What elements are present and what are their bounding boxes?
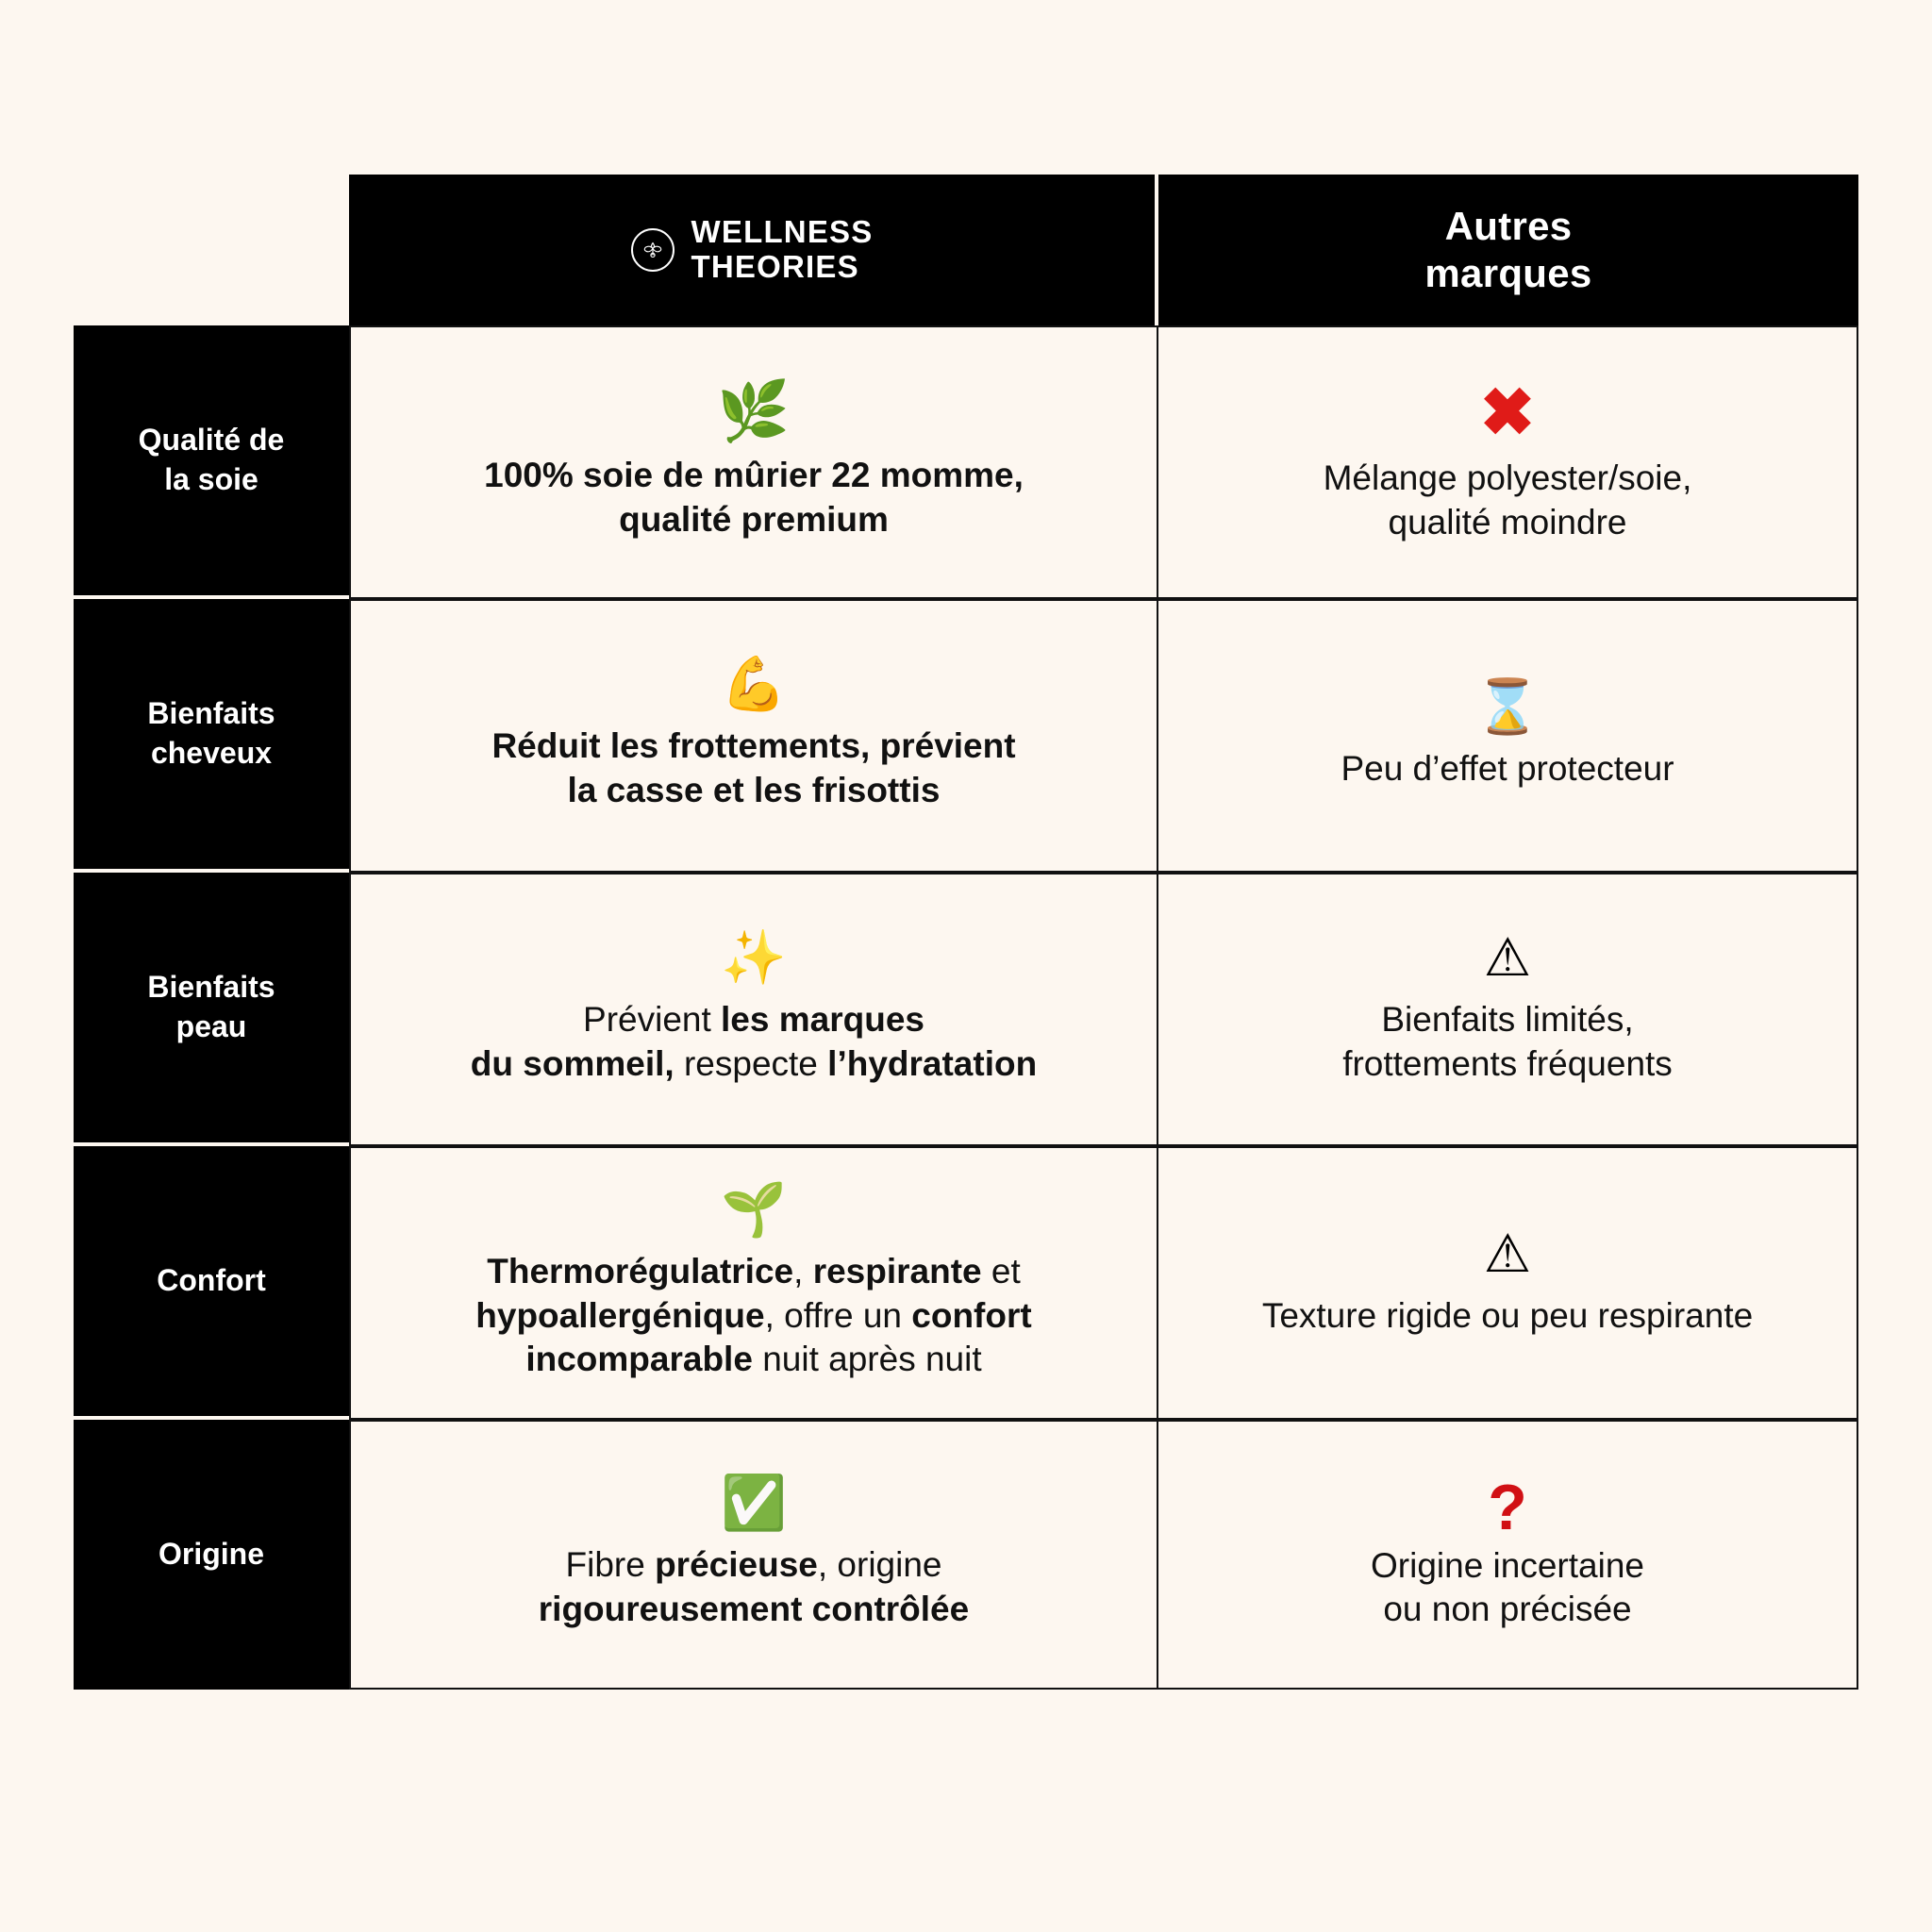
brand-cell-cheveux: 💪 Réduit les frottements, prévient la ca…	[349, 599, 1158, 873]
competitor-text-line1: Texture rigide ou peu respirante	[1261, 1295, 1754, 1335]
brand-cell-qualite: 🌿 100% soie de mûrier 22 momme, qualité …	[349, 325, 1158, 599]
bee-circle-icon	[630, 228, 675, 272]
brand-cell-confort: 🌱 Thermorégulatrice, respirante et hypoa…	[349, 1146, 1158, 1420]
competitor-text-line1: Bienfaits limités,	[1381, 1000, 1634, 1040]
competitor-cell-origine: ? Origine incertaine ou non précisée	[1158, 1420, 1858, 1690]
red-question-mark-icon: ?	[1488, 1472, 1527, 1544]
row-label-line1: Bienfaits	[147, 970, 275, 1005]
brand-name: WELLNESS THEORIES	[691, 214, 874, 285]
brand-text-line2: qualité premium	[619, 500, 889, 539]
sparkles-emoji: ✨	[721, 927, 787, 990]
row-label-confort: Confort	[74, 1146, 349, 1420]
warning-triangle-emoji: ⚠	[1483, 927, 1532, 990]
brand-text-bold-1: Thermorégulatrice	[487, 1252, 794, 1291]
competitor-cell-qualite: ✖ Mélange polyester/soie, qualité moindr…	[1158, 325, 1858, 599]
row-label-bienfaits-peau: Bienfaits peau	[74, 873, 349, 1146]
hourglass-emoji: ⌛	[1474, 675, 1541, 738]
brand-text-bold-4: confort	[911, 1295, 1032, 1335]
brand-text-qualite: 100% soie de mûrier 22 momme, qualité pr…	[484, 454, 1024, 541]
warning-triangle-emoji: ⚠	[1483, 1223, 1532, 1285]
brand-cell-origine: ✅ Fibre précieuse, origine rigoureusemen…	[349, 1420, 1158, 1690]
competitor-text-confort: Texture rigide ou peu respirante	[1262, 1294, 1753, 1339]
red-cross-mark-icon: ✖	[1479, 375, 1536, 450]
row-label-line1: Origine	[158, 1537, 264, 1572]
brand-text-bold-3: l’hydratation	[827, 1044, 1038, 1083]
brand-text-bold-3: hypoallergénique	[475, 1295, 765, 1335]
competitor-text-peau: Bienfaits limités, frottements fréquents	[1342, 998, 1673, 1086]
row-label-line2: cheveux	[150, 736, 273, 770]
competitor-text-line1: Origine incertaine	[1371, 1545, 1644, 1585]
brand-text-line1: Réduit les frottements, prévient	[491, 726, 1016, 766]
brand-text-plain-3: , offre un	[764, 1295, 912, 1335]
competitor-cell-confort: ⚠ Texture rigide ou peu respirante	[1158, 1146, 1858, 1420]
competitor-title: Autres marques	[1424, 203, 1591, 296]
brand-name-line2: THEORIES	[691, 249, 859, 284]
herb-leaf-emoji: 🌿	[717, 376, 791, 446]
brand-text-bold-5: incomparable	[525, 1340, 753, 1379]
brand-text-plain-1: Prévient	[583, 1000, 722, 1040]
competitor-text-line2: qualité moindre	[1388, 503, 1627, 541]
row-label-line1: Qualité de	[138, 423, 285, 458]
flexed-biceps-emoji: 💪	[721, 654, 787, 716]
white-check-mark-emoji: ✅	[721, 1473, 787, 1535]
competitor-cell-peau: ⚠ Bienfaits limités, frottements fréquen…	[1158, 873, 1858, 1146]
brand-text-confort: Thermorégulatrice, respirante et hypoall…	[475, 1250, 1031, 1382]
brand-text-bold-1: précieuse	[655, 1545, 818, 1585]
header-brand-cell: WELLNESS THEORIES	[349, 175, 1158, 325]
row-label-qualite-de-la-soie: Qualité de la soie	[74, 325, 349, 599]
brand-text-bold-1: les marques	[721, 1000, 924, 1040]
brand-text-plain-2: respecte	[674, 1044, 828, 1083]
header-competitor-cell: Autres marques	[1158, 175, 1858, 325]
competitor-text-qualite: Mélange polyester/soie, qualité moindre	[1324, 457, 1692, 544]
row-label-line1: Bienfaits	[147, 696, 275, 731]
competitor-cell-cheveux: ⌛ Peu d’effet protecteur	[1158, 599, 1858, 873]
competitor-text-line2: ou non précisée	[1383, 1590, 1632, 1629]
competitor-text-line2: frottements fréquents	[1342, 1044, 1673, 1083]
competitor-text-cheveux: Peu d’effet protecteur	[1341, 747, 1674, 791]
competitor-title-line2: marques	[1424, 251, 1592, 295]
brand-text-plain-4: nuit après nuit	[752, 1340, 982, 1379]
competitor-title-line1: Autres	[1444, 204, 1573, 249]
brand-name-line1: WELLNESS	[691, 214, 874, 250]
brand-text-bold-2: respirante	[812, 1252, 982, 1291]
brand-text-plain-1: ,	[793, 1252, 813, 1291]
brand-text-peau: Prévient les marques du sommeil, respect…	[471, 998, 1037, 1086]
brand-text-plain-1: Fibre	[565, 1545, 656, 1585]
table-corner-spacer	[74, 175, 349, 325]
competitor-text-origine: Origine incertaine ou non précisée	[1371, 1544, 1644, 1632]
row-label-line1: Confort	[157, 1263, 266, 1298]
brand-logo: WELLNESS THEORIES	[630, 214, 874, 285]
row-label-bienfaits-cheveux: Bienfaits cheveux	[74, 599, 349, 873]
seedling-emoji: 🌱	[721, 1179, 787, 1241]
comparison-table: WELLNESS THEORIES Autres marques Qualité…	[74, 175, 1858, 1690]
brand-text-line1: 100% soie de mûrier 22 momme,	[484, 456, 1024, 495]
brand-text-cheveux: Réduit les frottements, prévient la cass…	[491, 724, 1015, 812]
brand-text-bold-2: rigoureusement contrôlée	[538, 1590, 970, 1628]
row-label-origine: Origine	[74, 1420, 349, 1690]
brand-text-plain-2: , origine	[817, 1545, 942, 1585]
brand-text-origine: Fibre précieuse, origine rigoureusement …	[539, 1543, 969, 1631]
competitor-text-line1: Mélange polyester/soie,	[1323, 458, 1692, 498]
row-label-line2: peau	[175, 1009, 247, 1043]
brand-cell-peau: ✨ Prévient les marques du sommeil, respe…	[349, 873, 1158, 1146]
brand-text-line2: la casse et les frisottis	[567, 771, 941, 809]
brand-text-plain-2: et	[981, 1252, 1021, 1291]
competitor-text-line1: Peu d’effet protecteur	[1341, 748, 1674, 788]
brand-text-bold-2: du sommeil,	[470, 1044, 675, 1083]
row-label-line2: la soie	[164, 462, 258, 496]
